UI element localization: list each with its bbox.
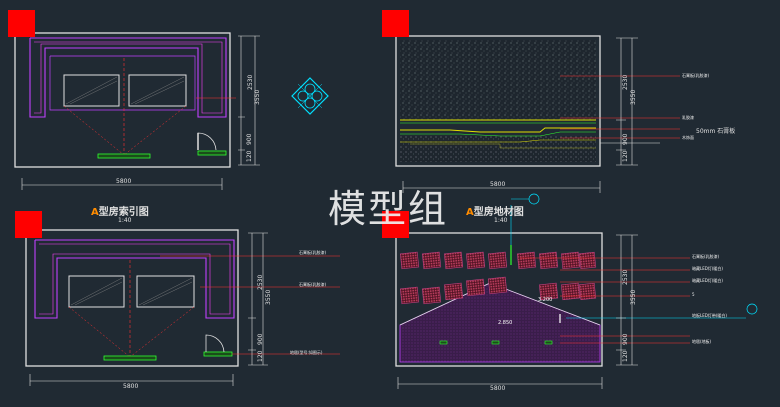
bottom-right-dim-2: 3550	[630, 289, 637, 305]
bottom-right-dim-1: 2530	[622, 269, 629, 285]
bottom-right-note-5: 地板LED灯带(暖白)	[692, 313, 727, 318]
level-mark-1: 3.200	[538, 297, 553, 303]
index-plan-scale: 1:40	[118, 217, 132, 224]
material-plan-scale: 1:40	[494, 217, 508, 224]
bottom-left-elevation	[25, 229, 340, 386]
bottom-left-width-dim: 5800	[123, 383, 139, 390]
top-left-dim-4: 120	[246, 150, 253, 162]
top-left-dim-3: 900	[246, 133, 253, 145]
bottom-right-width-dim: 5800	[490, 385, 506, 392]
top-left-elevation	[14, 32, 260, 190]
top-left-dim-1: 2530	[247, 74, 254, 90]
bottom-left-note-3: 地毯(型号:如图示)	[290, 350, 323, 355]
bottom-left-dim-3: 900	[257, 333, 264, 345]
top-right-note-2: 乳胶漆	[682, 115, 694, 120]
watermark-text: 模型组	[328, 187, 449, 231]
index-plan-title-text: 型房索引图	[98, 207, 149, 218]
top-right-note-4: 木饰面	[682, 135, 694, 140]
level-mark-2: 2.850	[498, 320, 513, 326]
material-plan-title-text: 型房地材图	[473, 207, 524, 218]
compass-symbol	[291, 77, 329, 115]
top-right-dim-2: 3550	[630, 89, 637, 105]
top-right-dim-4: 120	[622, 150, 629, 162]
bottom-right-note-4: 5	[692, 292, 695, 297]
material-plan-title: A型房地材图	[466, 203, 524, 218]
bottom-right-note-6: 地毯(地板)	[692, 339, 712, 344]
bottom-left-dim-1: 2530	[257, 274, 264, 290]
top-left-dim-2: 3550	[254, 89, 261, 105]
top-right-dim-3: 900	[622, 133, 629, 145]
bottom-left-note-2: 石膏板(乳胶漆)	[299, 282, 327, 287]
index-plan-title: A型房索引图	[91, 203, 149, 218]
red-marker-top-left	[8, 10, 35, 37]
bottom-right-note-1: 石膏板(乳胶漆)	[692, 254, 720, 259]
bottom-right-plan	[395, 193, 758, 389]
bottom-right-dim-3: 900	[622, 333, 629, 345]
top-right-elevation	[395, 35, 680, 193]
bottom-right-note-3: 暗藏LED灯(暖白)	[692, 278, 723, 283]
top-right-note-3: 50mm 石膏板	[696, 128, 736, 135]
top-left-width-dim: 5800	[116, 178, 132, 185]
top-right-width-dim: 5800	[490, 181, 506, 188]
bottom-left-note-1: 石膏板(乳胶漆)	[299, 250, 327, 255]
red-marker-bottom-right	[382, 211, 409, 238]
top-right-note-1: 石膏板(乳胶漆)	[682, 73, 710, 78]
bottom-left-dim-4: 120	[257, 350, 264, 362]
bottom-right-dim-4: 120	[622, 350, 629, 362]
material-plan-title-prefix: A	[466, 207, 474, 218]
red-marker-bottom-left	[15, 211, 42, 238]
bottom-right-note-2: 暗藏LED灯(暖白)	[692, 266, 723, 271]
bottom-left-dim-2: 3550	[265, 289, 272, 305]
top-right-dim-1: 2530	[622, 74, 629, 90]
index-plan-title-prefix: A	[91, 207, 99, 218]
red-marker-top-right	[382, 10, 409, 37]
